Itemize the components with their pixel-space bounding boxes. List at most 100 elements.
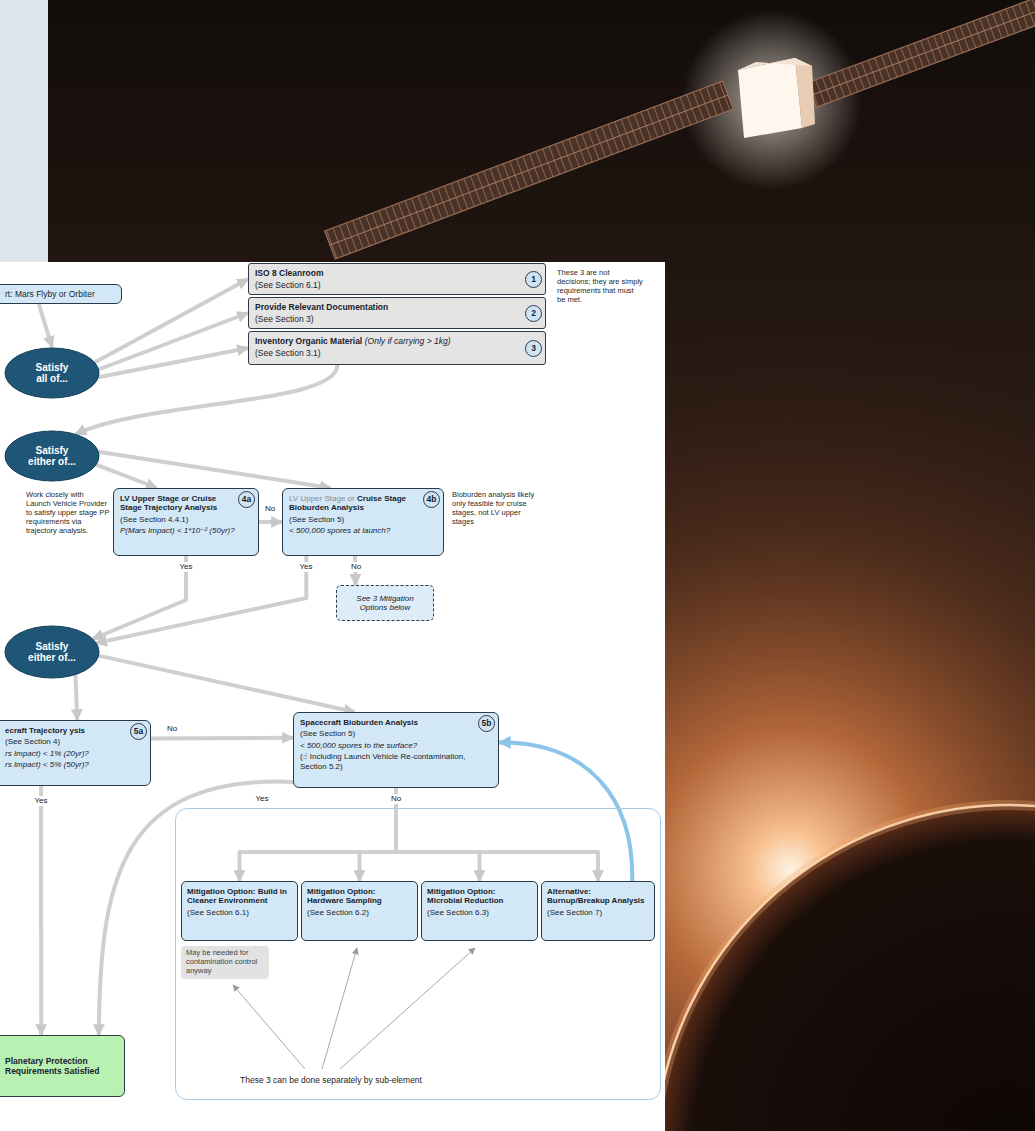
requirement-box: ISO 8 Cleanroom(See Section 6.1)1 <box>248 263 546 295</box>
node-text: Alternative: Burnup/Breakup Analysis <box>547 887 649 906</box>
node-text: (See Section 5) <box>289 515 421 524</box>
planet-disk <box>655 805 1035 1131</box>
note-text: Work closely with Launch Vehicle Provide… <box>26 490 110 535</box>
option-box: Mitigation Option: Microbial Reduction(S… <box>421 881 538 941</box>
node-text: Inventory Organic Material <box>255 336 362 346</box>
loop-arrow <box>499 742 632 881</box>
edge-label: Yes <box>33 796 50 806</box>
note-text: These 3 are not decisions; they are simp… <box>557 268 643 304</box>
node-text: < 500,000 spores to the surface? <box>300 741 476 750</box>
flow-arrow <box>99 656 355 712</box>
decision-ellipse: Satisfy either of... <box>4 430 100 482</box>
node-text: (See Section 7) <box>547 908 649 917</box>
group-panel: These 3 can be done separately by sub-el… <box>175 808 661 1100</box>
ellipse-shape <box>5 626 99 678</box>
callout-text: 2 <box>531 309 536 318</box>
flow-arrow <box>39 304 52 347</box>
node-text: Spacecraft Bioburden Analysis <box>300 718 476 727</box>
edge-label: No <box>389 794 403 804</box>
planet-rim <box>656 805 1035 1131</box>
node-text: P(Mars Impact) < 1*10⁻² (50yr)? <box>120 526 236 535</box>
leader-line <box>322 948 357 1069</box>
node-text: LV Upper Stage or <box>289 494 355 503</box>
node-text: (See Section 3) <box>255 314 519 324</box>
flow-arrow <box>39 786 43 1035</box>
light-strip <box>0 0 48 262</box>
flow-arrow <box>396 788 598 881</box>
node-text: (Only if carrying > 1kg) <box>365 336 451 346</box>
node-text: Satisfy either of... <box>26 641 78 664</box>
node-text: (See Section 6.2) <box>307 908 412 917</box>
node-text: LV Upper Stage or Cruise Stage Trajector… <box>120 494 236 513</box>
node-text: May be needed for contamination control … <box>186 949 264 976</box>
end-box: Planetary Protection Requirements Satisf… <box>0 1035 125 1097</box>
flow-arrow <box>259 520 282 524</box>
edge-label: No <box>349 562 363 572</box>
process-box: ecraft Trajectory ysis (See Section 4) rs … <box>0 720 151 786</box>
node-text: Mitigation Option: Hardware Sampling <box>307 887 412 906</box>
node-text: rs Impact) < 5% (50yr)? <box>5 760 128 769</box>
planet-rim-haze <box>656 805 1035 1131</box>
solar-panel-spine <box>812 10 1035 95</box>
flow-arrow <box>96 556 306 643</box>
flow-arrow <box>240 788 397 881</box>
satellite-top <box>738 58 812 70</box>
callout-text: 3 <box>531 344 536 353</box>
decision-ellipse: Satisfy either of... <box>4 625 100 679</box>
note-text: Bioburden analysis likely only feasible … <box>452 490 544 526</box>
node-text: (See Section 4) <box>5 737 128 746</box>
option-box: Mitigation Option: Build in Cleaner Envi… <box>181 881 298 941</box>
callout-text: 4a <box>242 495 251 504</box>
edge-label: No <box>263 504 277 514</box>
callout-text: 5a <box>134 727 143 736</box>
node-text: Satisfy either of... <box>26 445 78 468</box>
flow-arrow <box>98 348 248 377</box>
node-text: < 500,000 spores at launch? <box>289 526 421 535</box>
flow-arrow <box>98 452 330 488</box>
ellipse-shape <box>5 348 99 398</box>
note-box: May be needed for contamination control … <box>181 946 269 979</box>
edge-label: No <box>165 724 179 734</box>
edge-label: Yes <box>298 562 315 572</box>
satellite-body <box>738 58 802 138</box>
node-text: ecraft Trajectory ysis <box>5 726 90 735</box>
flow-arrow <box>151 736 293 741</box>
flow-arrow <box>76 365 338 434</box>
callout-number: 2 <box>525 305 542 322</box>
node-text: See 3 Mitigation Options below <box>343 594 427 613</box>
leader-line <box>340 948 475 1069</box>
flow-arrow <box>76 675 78 721</box>
satellite-side <box>795 58 815 128</box>
node-text: Mitigation Option: Microbial Reduction <box>427 887 532 906</box>
ellipse-shape <box>5 431 99 481</box>
solar-panel <box>325 81 734 259</box>
requirement-box: Provide Relevant Documentation (See Secti… <box>248 297 546 329</box>
node-text: (See Section 6.1) <box>187 908 292 917</box>
node-text: (☝ Including Launch Vehicle Re-contamina… <box>300 752 476 771</box>
solar-panel-spine <box>330 95 728 245</box>
edge-label: Yes <box>178 562 195 572</box>
process-box: rt: Mars Flyby or Orbiter <box>0 284 122 304</box>
process-box: LV Upper Stage orCruise Stage Bioburden … <box>282 488 444 556</box>
node-text: rt: Mars Flyby or Orbiter <box>5 289 115 299</box>
node-text: (See Section 3.1) <box>255 348 519 358</box>
leader-line <box>233 985 305 1069</box>
callout-number: 5a <box>130 723 147 740</box>
node-text: These 3 can be done separately by sub-el… <box>216 1075 446 1085</box>
node-text: Provide Relevant Documentation <box>255 302 519 312</box>
callout-number: 5b <box>478 715 495 732</box>
decision-ellipse: Satisfy all of... <box>4 347 100 399</box>
node-text: (See Section 5) <box>300 729 476 738</box>
process-box: Spacecraft Bioburden Analysis (See Sectio… <box>293 712 499 788</box>
option-box: Mitigation Option: Hardware Sampling (See… <box>301 881 418 941</box>
callout-number: 3 <box>525 340 542 357</box>
flow-arrow <box>96 465 157 488</box>
reference-box: See 3 Mitigation Options below <box>336 585 434 621</box>
node-text: rs Impact) < 1% (20yr)? <box>5 749 128 758</box>
node-text: Mitigation Option: Build in Cleaner Envi… <box>187 887 292 906</box>
callout-number: 4b <box>423 491 440 508</box>
node-text: Satisfy all of... <box>30 362 74 385</box>
